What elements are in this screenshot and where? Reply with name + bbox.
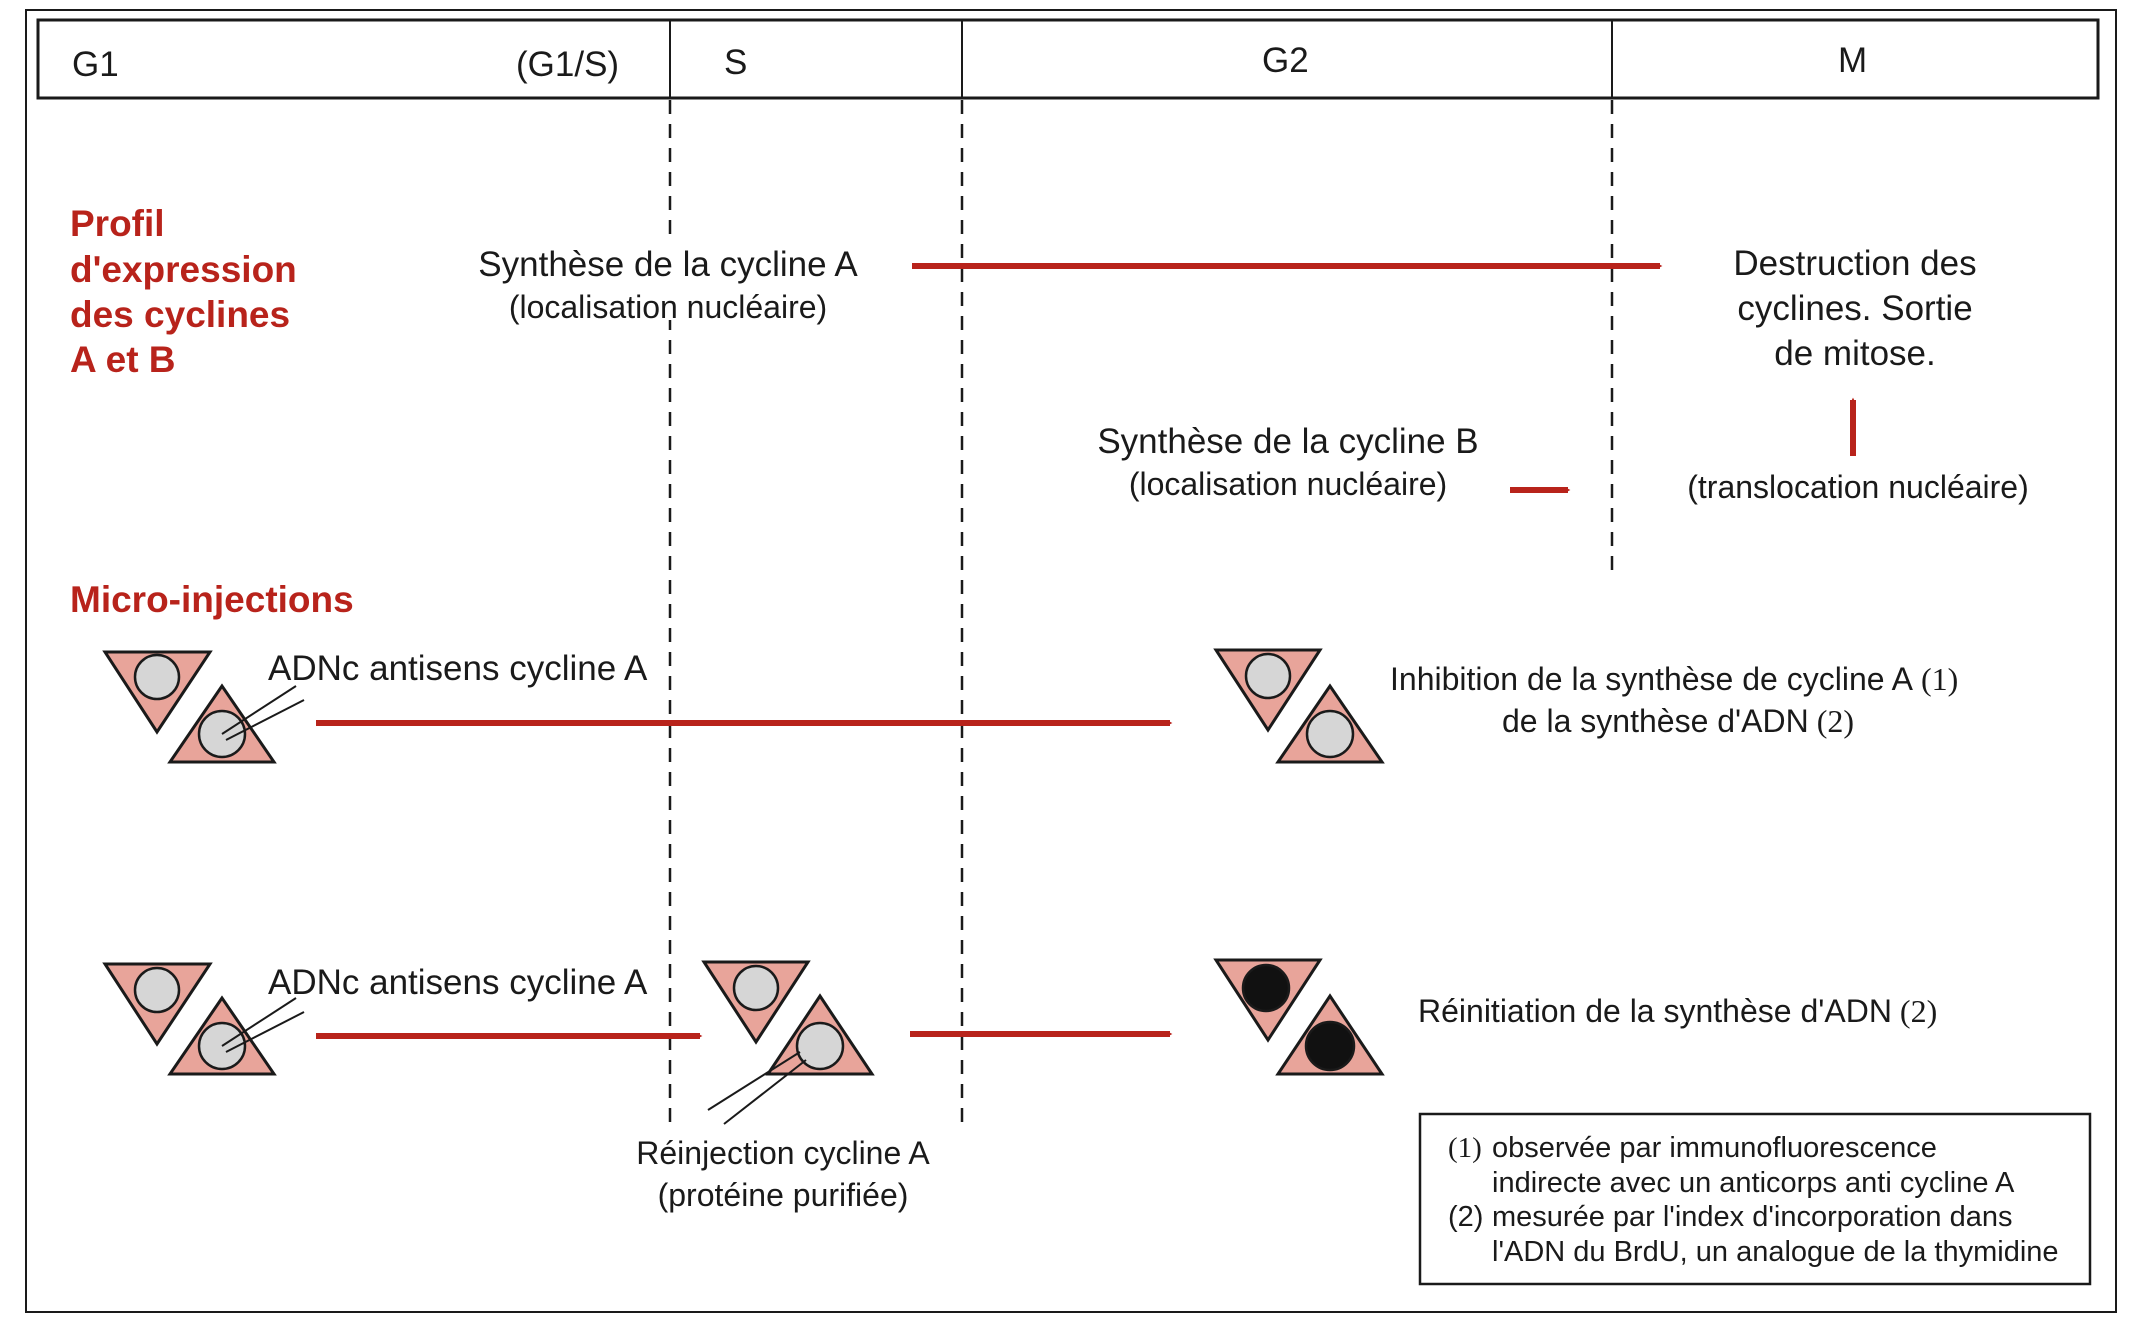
row1-result-text-1: Inhibition de la synthèse de cycline A [1390, 661, 1914, 697]
profile-title-line-1: Profil [70, 203, 165, 244]
cyclin-a-subtitle: (localisation nucléaire) [509, 289, 827, 325]
footnote-2-line-1: mesurée par l'index d'incorporation dans [1492, 1201, 2013, 1233]
cell-pair-row2-end [1213, 958, 1385, 1076]
cyclin-a-label-bg [460, 240, 880, 320]
injection-pipette [221, 685, 297, 735]
phase-label-m: M [1838, 41, 1867, 80]
injection-pipette [221, 997, 297, 1047]
row1-result-text-2: de la synthèse d'ADN [1502, 703, 1809, 739]
footnote-1-ref: (1) [1448, 1132, 1482, 1164]
micro-injections-title: Micro-injections [70, 579, 354, 620]
cyclin-a-synthesis: Synthèse de la cycline A (localisation n… [460, 240, 1663, 325]
reinjection-pipette [723, 1059, 807, 1125]
phase-label-g2: G2 [1262, 41, 1309, 80]
injection-pipette [225, 699, 305, 741]
injection-pipette [225, 1011, 305, 1053]
row2-result-text: Réinitiation de la synthèse d'ADN [1418, 993, 1892, 1029]
cyclin-b-title: Synthèse de la cycline B [1097, 422, 1478, 461]
reinjection-title: Réinjection cycline A [636, 1135, 930, 1171]
cell-pair-row1-start [102, 650, 305, 764]
cyclin-b-subtitle: (localisation nucléaire) [1129, 466, 1447, 502]
phase-label-s: S [724, 43, 747, 82]
profile-title-line-4: A et B [70, 339, 176, 380]
nucleus-grey [133, 653, 181, 701]
footnote-box: (1) observée par immunofluorescence indi… [1418, 1112, 2092, 1286]
phase-label-g1s: (G1/S) [516, 45, 619, 84]
translocation-label: (translocation nucléaire) [1687, 469, 2029, 505]
profile-title-line-2: d'expression [70, 249, 297, 290]
footnote-ref-1: (1) [1921, 661, 1958, 697]
cyclin-a-title: Synthèse de la cycline A [478, 245, 858, 284]
footnote-frame [1418, 1112, 2092, 1286]
row1-result-line-2: de la synthèse d'ADN(2) [1502, 703, 1854, 739]
footnote-1-line-2: indirecte avec un anticorps anti cycline… [1492, 1167, 2015, 1199]
footnote-ref-2: (2) [1900, 993, 1937, 1029]
nucleus-grey [1305, 709, 1355, 759]
nucleus-dark [1241, 963, 1291, 1013]
outer-frame [25, 9, 2117, 1313]
profile-section-title: Profil d'expression des cyclines A et B [70, 203, 297, 380]
row1-result-line-1: Inhibition de la synthèse de cycline A(1… [1390, 661, 1958, 697]
phase-header: G1 (G1/S) S G2 M [36, 18, 2100, 100]
profile-title-line-3: des cyclines [70, 294, 290, 335]
nucleus-grey [795, 1021, 845, 1071]
micro-row-1: ADNc antisens cycline A Inhibition de la… [102, 648, 1958, 764]
row2-result: Réinitiation de la synthèse d'ADN(2) [1418, 993, 1937, 1029]
cyclin-b-synthesis: Synthèse de la cycline B (localisation n… [1097, 422, 1571, 502]
footnote-2-ref: (2) [1448, 1201, 1483, 1233]
destruction-line-3: de mitose. [1774, 334, 1935, 373]
nucleus-grey [732, 964, 780, 1012]
row1-injection-label: ADNc antisens cycline A [268, 649, 648, 688]
destruction-line-1: Destruction des [1733, 244, 1976, 283]
cell-pair-row2-middle [701, 960, 875, 1125]
row2-injection-label: ADNc antisens cycline A [268, 963, 648, 1002]
nucleus-dark [1304, 1020, 1356, 1072]
footnote-2-line-2: l'ADN du BrdU, un analogue de la thymidi… [1492, 1236, 2059, 1268]
phase-header-box [36, 18, 2100, 100]
footnote-ref-2: (2) [1817, 703, 1854, 739]
destruction-block: Destruction des cyclines. Sortie de mito… [1687, 244, 2029, 505]
cell-pair-row1-end [1213, 648, 1385, 764]
micro-row-2: ADNc antisens cycline A Réinitiation de … [102, 958, 1937, 1213]
nucleus-grey [1244, 652, 1292, 700]
reinjection-subtitle: (protéine purifiée) [658, 1177, 909, 1213]
cell-pair-row2-start [102, 962, 305, 1076]
nucleus-grey [133, 966, 181, 1014]
reinjection-pipette [707, 1051, 801, 1111]
footnote-1-line-1: observée par immunofluorescence [1492, 1132, 1937, 1164]
phase-label-g1: G1 [72, 45, 119, 84]
destruction-line-2: cyclines. Sortie [1737, 289, 1972, 328]
